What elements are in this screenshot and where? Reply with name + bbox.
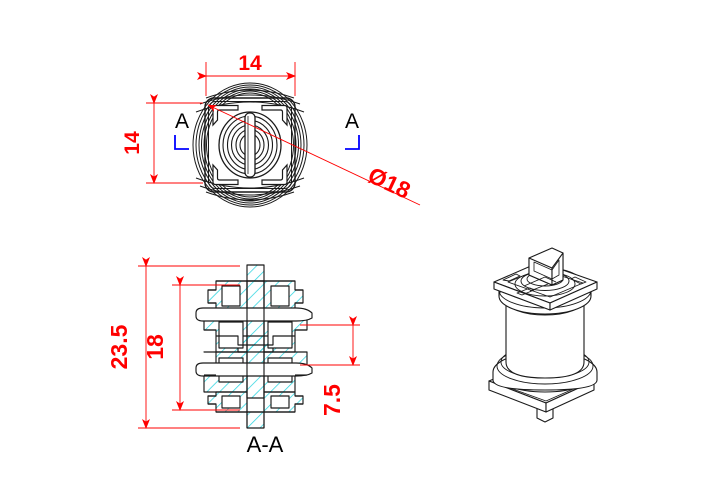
dimension-body-height-18: 18 [142, 276, 240, 411]
section-outline-details [204, 280, 307, 428]
section-view-aa: A-A [195, 264, 313, 457]
dimension-overall-height-235: 23.5 [106, 257, 240, 429]
section-marker-left-label: A [175, 110, 189, 133]
top-view-dimensions: 14 14 Ø18 [121, 52, 421, 206]
section-view-dimensions: 23.5 18 7.5 [106, 257, 360, 429]
dimension-label-overall-height: 23.5 [106, 324, 132, 369]
knurled-outer-edge [192, 82, 308, 208]
section-marker-right-label: A [345, 110, 359, 133]
iso-blade-detail [523, 276, 557, 292]
section-markers: A A [174, 110, 360, 150]
top-view [192, 82, 308, 208]
dimension-height-14: 14 [121, 94, 203, 184]
iso-slot-tab [528, 247, 564, 286]
section-bracket-right-icon [345, 135, 360, 150]
dimension-width-14: 14 [197, 52, 296, 96]
corner-brackets [212, 104, 288, 186]
dimension-label-body-height: 18 [142, 334, 168, 360]
square-body-plate [204, 97, 296, 193]
dimension-lower-height-75: 7.5 [300, 316, 360, 416]
section-marker-left: A [174, 110, 189, 150]
section-view-caption: A-A [247, 432, 284, 457]
dimension-label-height: 14 [121, 131, 144, 155]
dimension-label-lower-height: 7.5 [319, 384, 345, 416]
section-bracket-left-icon [174, 135, 189, 150]
dimension-label-width: 14 [238, 52, 262, 75]
section-marker-right: A [345, 110, 360, 150]
section-rim-plates [195, 307, 313, 377]
isometric-view [488, 247, 598, 423]
center-slot [244, 112, 256, 178]
iso-top-corner-brackets [502, 273, 587, 296]
